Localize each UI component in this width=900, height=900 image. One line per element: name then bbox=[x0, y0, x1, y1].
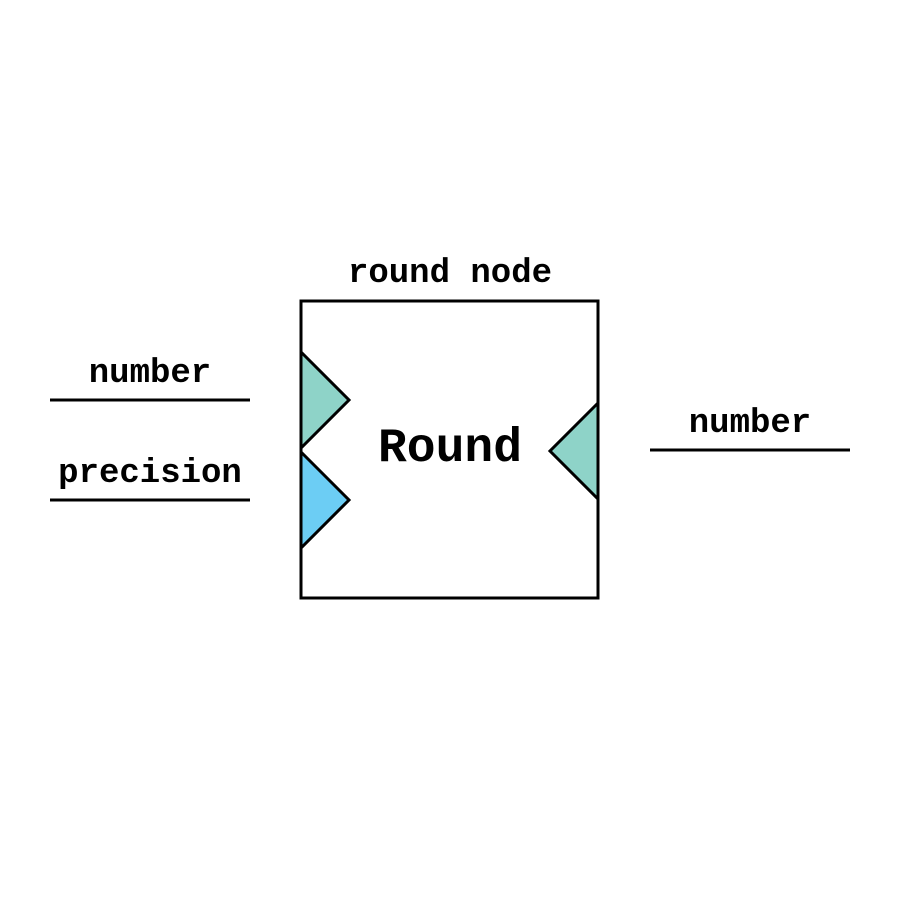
node-title: round node bbox=[348, 255, 552, 293]
node-name: Round bbox=[378, 422, 522, 476]
output-label-number: number bbox=[689, 405, 811, 443]
input-label-number: number bbox=[89, 355, 211, 393]
output-port-number[interactable] bbox=[547, 399, 600, 503]
input-label-precision: precision bbox=[58, 455, 242, 493]
input-port-number[interactable] bbox=[299, 348, 352, 452]
input-port-precision[interactable] bbox=[299, 448, 352, 552]
node-box[interactable] bbox=[299, 299, 600, 600]
